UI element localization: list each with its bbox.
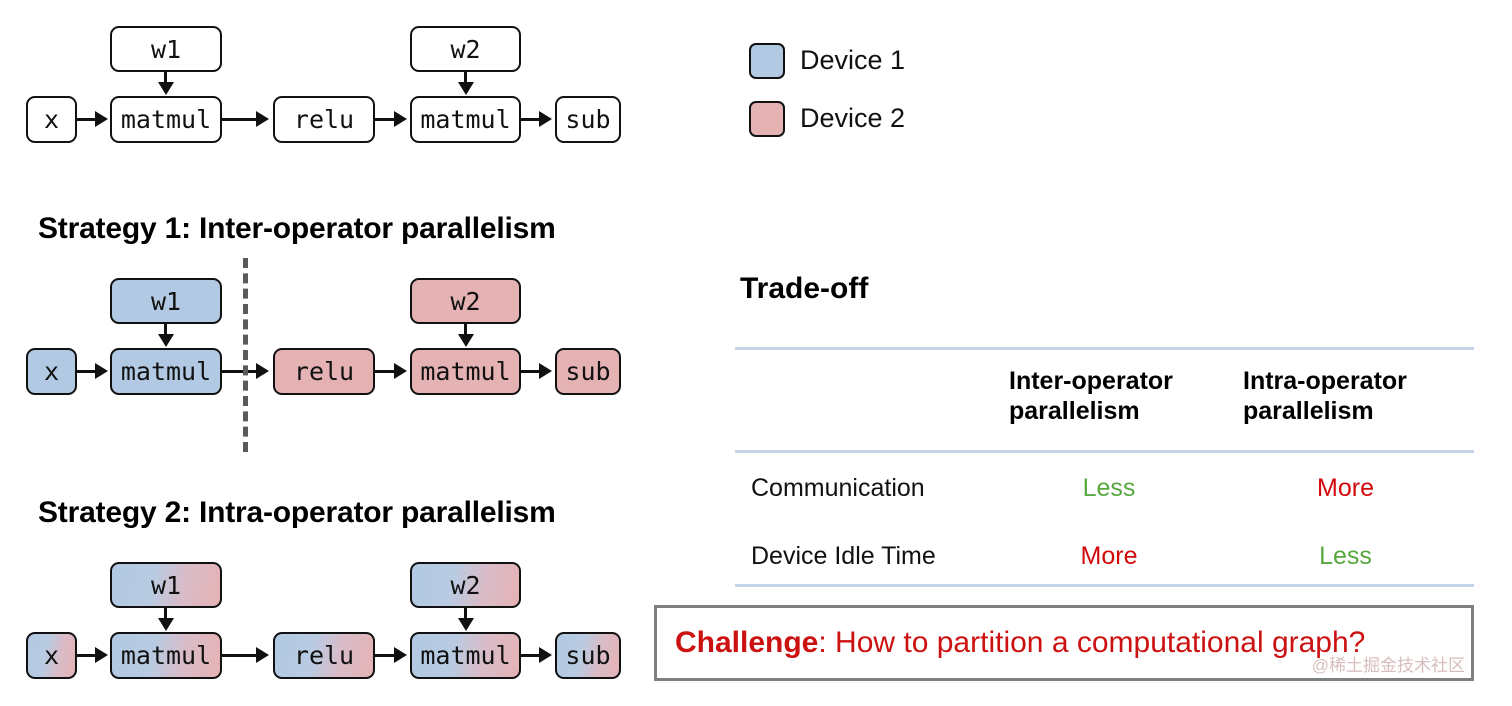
table-rule-top — [735, 347, 1474, 350]
s1-arrowhead-w1-to-matmul — [158, 334, 174, 347]
challenge-text: Challenge: How to partition a computatio… — [657, 626, 1365, 660]
table-cell-communication-intra: More — [1317, 474, 1374, 502]
s1-node-w1: w1 — [110, 278, 222, 324]
challenge-question: : How to partition a computational graph… — [818, 626, 1366, 659]
s2-arrowhead-w1-to-matmul — [158, 618, 174, 631]
watermark: @稀土掘金技术社区 — [1311, 656, 1465, 675]
s1-node-matmul-2: matmul — [410, 348, 521, 395]
device-1-swatch — [749, 43, 785, 79]
s2-edge-matmul2-to-sub — [521, 654, 541, 657]
arrowhead-matmul2-to-sub — [539, 111, 552, 127]
s1-edge-relu-to-matmul2 — [375, 370, 396, 373]
arrowhead-w2-to-matmul2 — [458, 82, 474, 95]
s2-arrowhead-x-to-matmul — [95, 647, 108, 663]
s1-arrowhead-relu-to-matmul2 — [394, 363, 407, 379]
edge-x-to-matmul — [77, 118, 97, 121]
table-rule-bottom — [735, 584, 1474, 587]
s1-node-w2: w2 — [410, 278, 521, 324]
s2-edge-matmul-to-relu — [222, 654, 258, 657]
s2-edge-x-to-matmul — [77, 654, 97, 657]
graph-node-sub: sub — [555, 96, 621, 143]
table-header-intra-operator: Intra-operator parallelism — [1243, 367, 1407, 425]
edge-matmul-to-relu — [222, 118, 258, 121]
edge-w1-to-matmul — [164, 72, 167, 84]
s2-arrowhead-w2-to-matmul2 — [458, 618, 474, 631]
s2-arrowhead-relu-to-matmul2 — [394, 647, 407, 663]
s1-node-matmul-1: matmul — [110, 348, 222, 395]
s2-edge-w2-to-matmul2 — [464, 608, 467, 620]
device-1-label: Device 1 — [800, 45, 906, 75]
arrowhead-x-to-matmul — [95, 111, 108, 127]
s2-arrowhead-matmul-to-relu — [256, 647, 269, 663]
s1-arrowhead-x-to-matmul — [95, 363, 108, 379]
s1-arrowhead-w2-to-matmul2 — [458, 334, 474, 347]
s2-node-w2: w2 — [410, 562, 521, 608]
graph-node-matmul-1: matmul — [110, 96, 222, 143]
s1-arrowhead-matmul2-to-sub — [539, 363, 552, 379]
challenge-keyword: Challenge — [675, 626, 819, 659]
s1-edge-w1-to-matmul — [164, 324, 167, 336]
s2-node-sub: sub — [555, 632, 621, 679]
graph-node-matmul-2: matmul — [410, 96, 521, 143]
graph-node-w1: w1 — [110, 26, 222, 72]
s2-edge-w1-to-matmul — [164, 608, 167, 620]
device-2-swatch — [749, 101, 785, 137]
table-row-label-device-idle-time: Device Idle Time — [751, 542, 936, 570]
graph-node-relu: relu — [273, 96, 375, 143]
s2-node-relu: relu — [273, 632, 375, 679]
s1-node-relu: relu — [273, 348, 375, 395]
s1-edge-matmul2-to-sub — [521, 370, 541, 373]
arrowhead-w1-to-matmul — [158, 82, 174, 95]
strategy-2-title: Strategy 2: Intra-operator parallelism — [38, 496, 556, 529]
arrowhead-relu-to-matmul2 — [394, 111, 407, 127]
s2-arrowhead-matmul2-to-sub — [539, 647, 552, 663]
table-rule-header — [735, 450, 1474, 453]
s2-node-x: x — [26, 632, 77, 679]
strategy-1-title: Strategy 1: Inter-operator parallelism — [38, 212, 556, 245]
graph-node-w2: w2 — [410, 26, 521, 72]
s1-node-x: x — [26, 348, 77, 395]
edge-relu-to-matmul2 — [375, 118, 396, 121]
table-cell-idle-intra: Less — [1319, 542, 1372, 570]
table-header-inter-operator: Inter-operator parallelism — [1009, 367, 1173, 425]
edge-matmul2-to-sub — [521, 118, 541, 121]
s1-edge-w2-to-matmul2 — [464, 324, 467, 336]
tradeoff-title: Trade-off — [740, 272, 869, 305]
challenge-callout-box: Challenge: How to partition a computatio… — [654, 605, 1474, 681]
s1-node-sub: sub — [555, 348, 621, 395]
table-row-label-communication: Communication — [751, 474, 925, 502]
s1-edge-x-to-matmul — [77, 370, 97, 373]
s1-arrowhead-matmul-to-relu — [256, 363, 269, 379]
s1-edge-matmul-to-relu — [222, 370, 258, 373]
s2-node-matmul-2: matmul — [410, 632, 521, 679]
graph-node-x: x — [26, 96, 77, 143]
s2-edge-relu-to-matmul2 — [375, 654, 396, 657]
table-cell-idle-inter: More — [1080, 542, 1138, 570]
table-cell-communication-inter: Less — [1082, 474, 1136, 502]
device-partition-dashed-line — [243, 258, 248, 452]
s2-node-w1: w1 — [110, 562, 222, 608]
arrowhead-matmul-to-relu — [256, 111, 269, 127]
s2-node-matmul-1: matmul — [110, 632, 222, 679]
edge-w2-to-matmul2 — [464, 72, 467, 84]
device-2-label: Device 2 — [800, 103, 906, 133]
